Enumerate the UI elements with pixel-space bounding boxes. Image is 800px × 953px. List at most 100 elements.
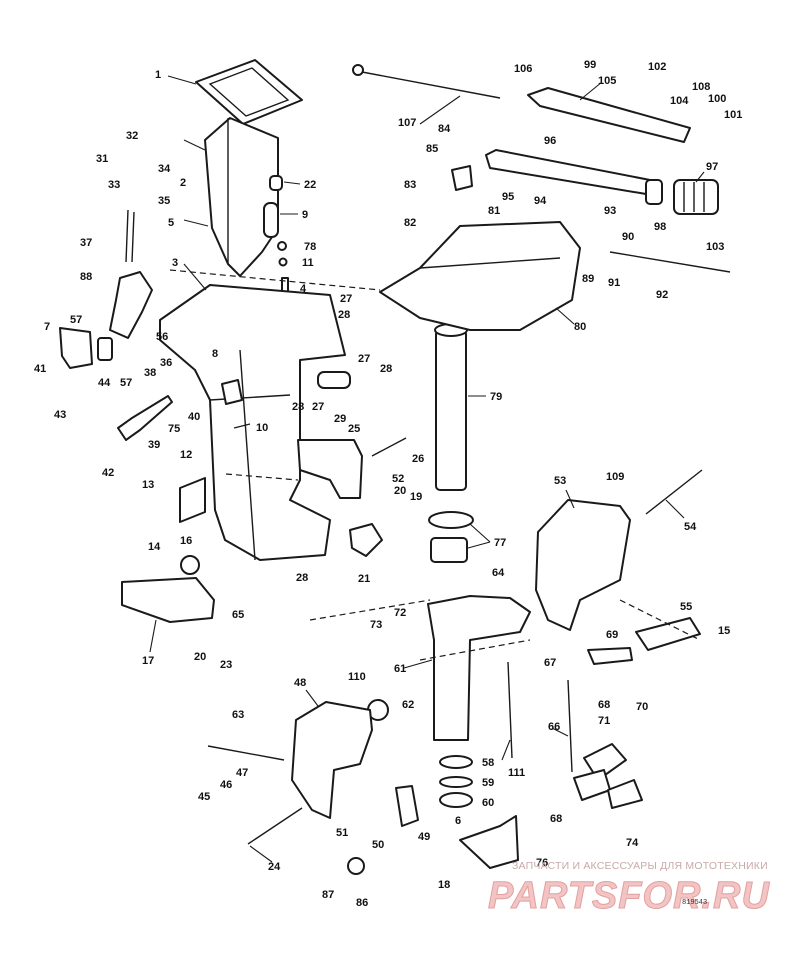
- callout-75: 75: [168, 423, 180, 435]
- callout-16: 16: [180, 535, 192, 547]
- callout-105: 105: [598, 75, 616, 87]
- callout-47: 47: [236, 767, 248, 779]
- callout-71: 71: [598, 715, 610, 727]
- callout-95: 95: [502, 191, 514, 203]
- callout-99: 99: [584, 59, 596, 71]
- callout-45: 45: [198, 791, 210, 803]
- callout-10: 10: [256, 422, 268, 434]
- callout-24: 24: [268, 861, 281, 873]
- callout-21: 21: [358, 573, 370, 585]
- callout-23: 23: [220, 659, 232, 671]
- callout-51: 51: [336, 827, 348, 839]
- callout-108: 108: [692, 81, 710, 93]
- callout-53: 53: [554, 475, 566, 487]
- callout-68b: 68: [550, 813, 562, 825]
- callout-58: 58: [482, 757, 494, 769]
- callout-86: 86: [356, 897, 368, 909]
- callout-84: 84: [438, 123, 451, 135]
- callout-25: 25: [348, 423, 360, 435]
- callout-33: 33: [108, 179, 120, 191]
- callout-18: 18: [438, 879, 450, 891]
- callout-76: 76: [536, 857, 548, 869]
- callout-85: 85: [426, 143, 438, 155]
- callout-17: 17: [142, 655, 154, 667]
- callout-90: 90: [622, 231, 634, 243]
- callout-13: 13: [142, 479, 154, 491]
- callout-72: 72: [394, 607, 406, 619]
- callout-65: 65: [232, 609, 244, 621]
- callout-28b: 28: [380, 363, 392, 375]
- callout-27c: 27: [312, 401, 324, 413]
- watermark-brand: PARTSFOR.RU: [488, 875, 770, 917]
- parts-art: [59, 59, 731, 875]
- callout-49: 49: [418, 831, 430, 843]
- callout-109: 109: [606, 471, 624, 483]
- callout-64: 64: [492, 567, 505, 579]
- callout-37: 37: [80, 237, 92, 249]
- callout-101: 101: [724, 109, 742, 121]
- callout-4: 4: [300, 283, 307, 295]
- callout-31: 31: [96, 153, 108, 165]
- callout-63: 63: [232, 709, 244, 721]
- callout-28d: 28: [296, 572, 308, 584]
- callout-2: 2: [180, 177, 186, 189]
- callout-9: 9: [302, 209, 308, 221]
- callout-labels: 1 2 3 4 5 6 7 8 9 10 11 12 13 14 15 16 1…: [34, 59, 742, 909]
- callout-1: 1: [155, 69, 161, 81]
- callout-3: 3: [172, 257, 178, 269]
- callout-50: 50: [372, 839, 384, 851]
- callout-48: 48: [294, 677, 306, 689]
- callout-7: 7: [44, 321, 50, 333]
- callout-93: 93: [604, 205, 616, 217]
- callout-59: 59: [482, 777, 494, 789]
- callout-20b: 20: [194, 651, 206, 663]
- callout-97: 97: [706, 161, 718, 173]
- callout-61: 61: [394, 663, 406, 675]
- callout-27a: 27: [340, 293, 352, 305]
- callout-74: 74: [626, 837, 639, 849]
- callout-35: 35: [158, 195, 170, 207]
- callout-54: 54: [684, 521, 697, 533]
- callout-107: 107: [398, 117, 416, 129]
- callout-12: 12: [180, 449, 192, 461]
- callout-42: 42: [102, 467, 114, 479]
- callout-22: 22: [304, 179, 316, 191]
- callout-78: 78: [304, 241, 316, 253]
- callout-46: 46: [220, 779, 232, 791]
- callout-44: 44: [98, 377, 111, 389]
- callout-28c: 28: [292, 401, 304, 413]
- callout-103: 103: [706, 241, 724, 253]
- callout-41: 41: [34, 363, 46, 375]
- callout-56: 56: [156, 331, 168, 343]
- callout-26: 26: [412, 453, 424, 465]
- callout-110: 110: [348, 671, 366, 683]
- callout-52: 52: [392, 473, 404, 485]
- callout-98: 98: [654, 221, 666, 233]
- watermark: ЗАПЧАСТИ И АКСЕССУАРЫ ДЛЯ МОТОТЕХНИКИ PA…: [488, 860, 770, 918]
- callout-83: 83: [404, 179, 416, 191]
- callout-67: 67: [544, 657, 556, 669]
- callout-70: 70: [636, 701, 648, 713]
- callout-111: 111: [508, 767, 525, 779]
- callout-104: 104: [670, 95, 689, 107]
- callout-87: 87: [322, 889, 334, 901]
- callout-79: 79: [490, 391, 502, 403]
- callout-68a: 68: [598, 699, 610, 711]
- callout-5: 5: [168, 217, 174, 229]
- callout-91: 91: [608, 277, 620, 289]
- callout-88: 88: [80, 271, 92, 283]
- callout-62: 62: [402, 699, 414, 711]
- callout-32: 32: [126, 130, 138, 142]
- drawing-code: 819543: [682, 899, 707, 907]
- callout-8: 8: [212, 348, 218, 360]
- callout-29: 29: [334, 413, 346, 425]
- callout-38: 38: [144, 367, 156, 379]
- callout-80: 80: [574, 321, 586, 333]
- callout-19: 19: [410, 491, 422, 503]
- callout-40: 40: [188, 411, 200, 423]
- callout-55: 55: [680, 601, 692, 613]
- callout-60: 60: [482, 797, 494, 809]
- callout-27b: 27: [358, 353, 370, 365]
- callout-14: 14: [148, 541, 161, 553]
